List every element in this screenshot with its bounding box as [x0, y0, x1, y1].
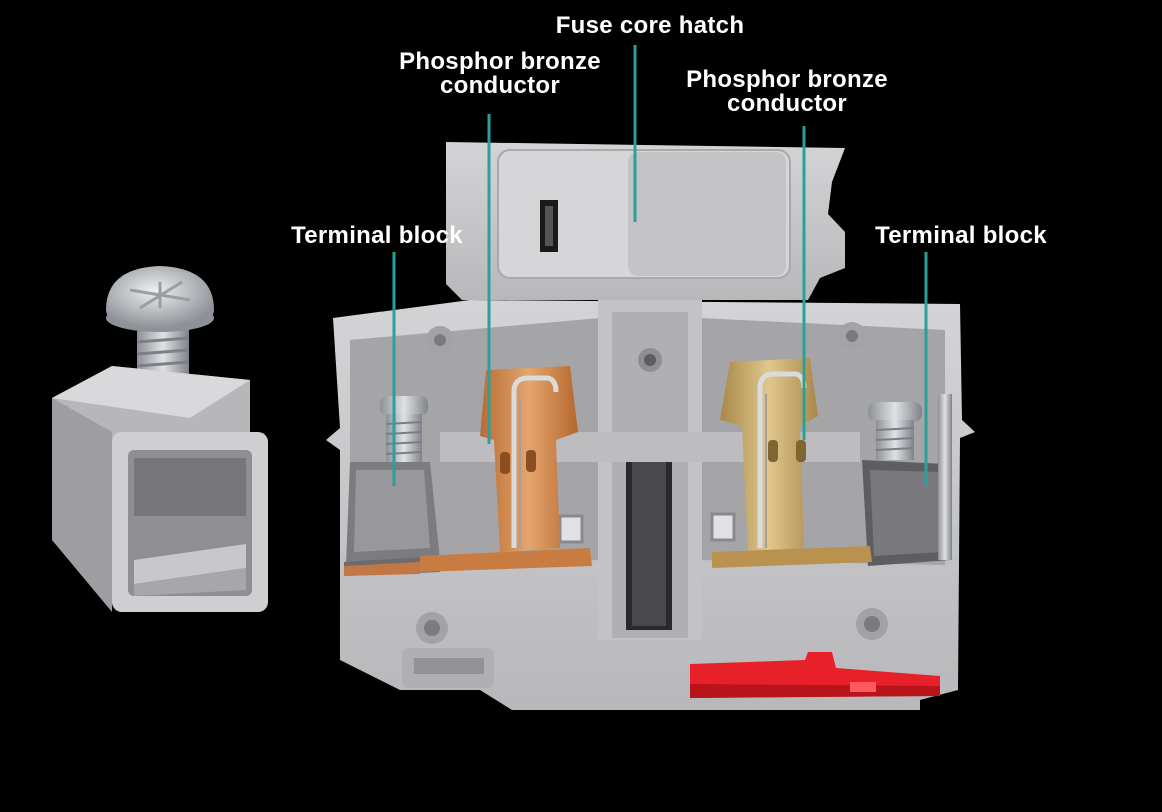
label-phosphor-right-line1: Phosphor bronze: [686, 66, 888, 93]
label-phosphor-conductor-left: Phosphor bronze conductor: [360, 50, 640, 98]
terminal-block-left: [344, 396, 440, 576]
red-din-clip: [690, 652, 940, 698]
label-phosphor-right-line2: conductor: [726, 90, 848, 117]
phosphor-conductor-left: [344, 366, 592, 576]
leader-lines: [392, 45, 928, 486]
clamp-screw: [106, 266, 214, 400]
label-phosphor-left-line2: conductor: [439, 72, 561, 99]
label-terminal-block-right: Terminal block: [875, 222, 1047, 249]
phosphor-conductor-right: [712, 358, 872, 568]
label-terminal-block-left: Terminal block: [291, 222, 463, 249]
loose-terminal-clamp: [52, 266, 268, 612]
label-fuse-core-hatch: Fuse core hatch: [555, 12, 745, 39]
label-phosphor-conductor-right: Phosphor bronze conductor: [647, 68, 927, 116]
label-phosphor-left-line1: Phosphor bronze: [399, 48, 601, 75]
terminal-block-right: [862, 394, 952, 566]
